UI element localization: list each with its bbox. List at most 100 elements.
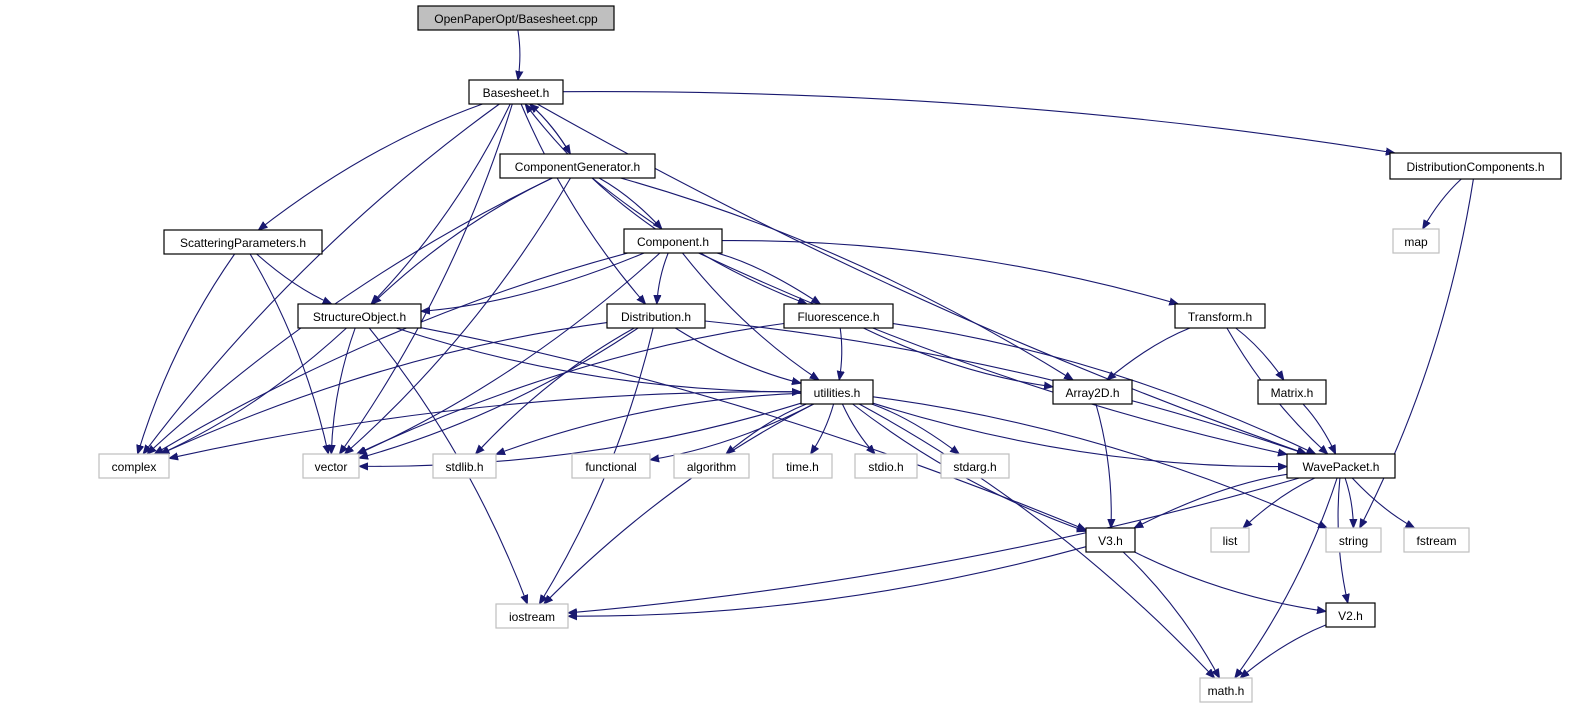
node-algorithm: algorithm [673, 453, 750, 479]
node-box [1257, 379, 1327, 405]
node-label: Basesheet.h [483, 86, 550, 100]
node-box [854, 453, 918, 479]
node-label: Fluorescence.h [797, 310, 879, 324]
node-label: stdarg.h [953, 460, 996, 474]
node-compgen[interactable]: ComponentGenerator.h [499, 153, 656, 179]
edge-utilities-to-time [811, 403, 835, 454]
edge-wavepacket-to-iostream [568, 477, 1300, 613]
edge-utilities-to-complex [169, 391, 802, 459]
node-box [297, 303, 422, 329]
node-box [163, 229, 323, 255]
node-label: ScatteringParameters.h [180, 236, 306, 250]
node-distribution[interactable]: Distribution.h [606, 303, 706, 329]
node-label: OpenPaperOpt/Basesheet.cpp [434, 12, 598, 26]
edge-distribution-to-vector [359, 327, 639, 458]
node-box [772, 453, 833, 479]
edge-basesheet-to-distribution [520, 103, 645, 304]
node-label: time.h [786, 460, 819, 474]
node-box [673, 453, 750, 479]
edge-wavepacket-to-fstream [1351, 477, 1414, 528]
edge-v3-to-v2 [1134, 551, 1326, 611]
edge-basesheet-to-vector [340, 103, 513, 454]
node-box [495, 603, 569, 629]
node-label: stdlib.h [445, 460, 483, 474]
edge-v3-to-iostream [568, 546, 1087, 617]
edge-utilities-to-string [872, 396, 1327, 528]
edge-compgen-to-complex [147, 177, 553, 454]
node-scatter[interactable]: ScatteringParameters.h [163, 229, 323, 255]
node-box [1389, 152, 1562, 180]
node-box [623, 228, 723, 254]
edge-wavepacket-to-string [1344, 477, 1353, 528]
node-box [1174, 303, 1266, 329]
node-box [499, 153, 656, 179]
node-box [1392, 228, 1440, 254]
node-label: math.h [1208, 684, 1245, 698]
edge-component-to-transform [721, 240, 1178, 304]
node-box [1210, 527, 1250, 553]
node-structobj[interactable]: StructureObject.h [297, 303, 422, 329]
edge-utilities-to-iostream [544, 403, 814, 604]
edge-utilities-to-math [858, 403, 1214, 678]
node-box [1199, 677, 1253, 703]
node-label: complex [112, 460, 157, 474]
node-label: fstream [1416, 534, 1456, 548]
edge-wavepacket-to-list [1243, 477, 1316, 528]
edge-structobj-to-complex [160, 327, 347, 454]
node-box [800, 379, 874, 405]
edge-utilities-to-algorithm [726, 403, 807, 454]
node-box [606, 303, 706, 329]
edge-wavepacket-to-math [1235, 477, 1338, 678]
edge-component-to-structobj [421, 252, 645, 311]
node-box [1325, 602, 1376, 628]
node-basesheet[interactable]: Basesheet.h [468, 79, 564, 105]
edge-utilities-to-stdarg [871, 403, 960, 454]
node-math: math.h [1199, 677, 1253, 703]
node-v2[interactable]: V2.h [1325, 602, 1376, 628]
edge-distribution-to-utilities [675, 327, 801, 383]
node-label: ComponentGenerator.h [515, 160, 640, 174]
node-stdarg: stdarg.h [940, 453, 1010, 479]
node-label: Transform.h [1188, 310, 1252, 324]
node-stdio: stdio.h [854, 453, 918, 479]
node-component[interactable]: Component.h [623, 228, 723, 254]
edge-basesheet-to-distcomp [562, 91, 1395, 153]
edge-component-to-utilities [682, 252, 819, 380]
node-time: time.h [772, 453, 833, 479]
node-complex: complex [98, 453, 170, 479]
edge-utilities-to-wavepacket [872, 402, 1287, 466]
edge-compgen-to-vector [345, 177, 571, 454]
node-box [1052, 379, 1133, 405]
node-label: list [1223, 534, 1238, 548]
node-wavepacket[interactable]: WavePacket.h [1286, 453, 1396, 479]
edge-v3-to-math [1122, 551, 1219, 678]
node-transform[interactable]: Transform.h [1174, 303, 1266, 329]
node-utilities[interactable]: utilities.h [800, 379, 874, 405]
node-label: Component.h [637, 235, 709, 249]
node-box [98, 453, 170, 479]
node-label: string [1339, 534, 1368, 548]
edge-distcomp-to-string [1360, 178, 1474, 528]
node-box [432, 453, 497, 479]
node-string: string [1325, 527, 1382, 553]
edge-fluor-to-utilities [839, 327, 842, 380]
node-label: Distribution.h [621, 310, 691, 324]
node-box [1286, 453, 1396, 479]
node-iostream: iostream [495, 603, 569, 629]
edge-array2d-to-v3 [1095, 403, 1111, 528]
edge-basesheet-to-structobj [371, 103, 511, 304]
node-array2d[interactable]: Array2D.h [1052, 379, 1133, 405]
edge-root-to-basesheet [518, 29, 520, 80]
node-v3[interactable]: V3.h [1085, 527, 1136, 553]
node-box [417, 5, 615, 31]
node-root[interactable]: OpenPaperOpt/Basesheet.cpp [417, 5, 615, 31]
node-label: WavePacket.h [1303, 460, 1380, 474]
node-box [302, 453, 360, 479]
edge-distribution-to-stdlib [476, 327, 635, 454]
node-fluor[interactable]: Fluorescence.h [783, 303, 894, 329]
node-distcomp[interactable]: DistributionComponents.h [1389, 152, 1562, 180]
edge-structobj-to-utilities [395, 327, 801, 392]
edge-structobj-to-v3 [420, 327, 1086, 531]
edge-utilities-to-stdio [841, 403, 875, 454]
node-matrix[interactable]: Matrix.h [1257, 379, 1327, 405]
